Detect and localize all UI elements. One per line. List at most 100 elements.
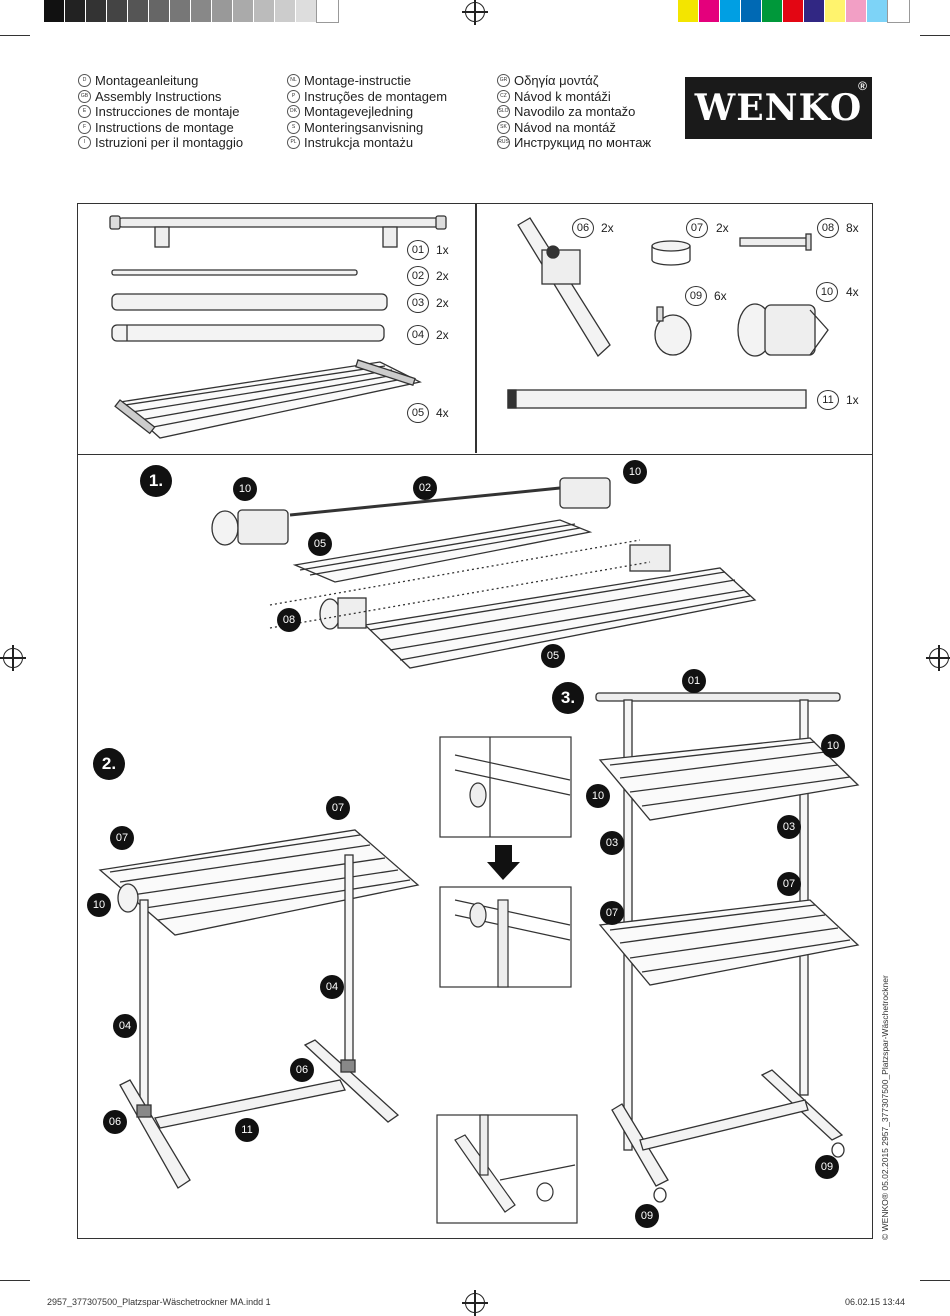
crop-mark bbox=[920, 1280, 950, 1281]
language-title: Monteringsanvisning bbox=[304, 119, 424, 135]
callout-s2-06-right: 06 bbox=[290, 1058, 314, 1082]
grey-calibration-bar bbox=[44, 0, 339, 23]
callout-s3-10-left: 10 bbox=[586, 784, 610, 808]
registration-mark-left bbox=[0, 645, 26, 671]
part-02-thin-rod-drawing bbox=[111, 269, 358, 276]
footer-filename: 2957_377307500_Platzspar-Wäschetrockner … bbox=[47, 1297, 271, 1307]
callout-s2-04-left: 04 bbox=[113, 1014, 137, 1038]
color-swatch bbox=[720, 0, 741, 22]
callout-s2-06-left: 06 bbox=[103, 1110, 127, 1134]
color-swatch bbox=[128, 0, 149, 22]
part-number-04: 04 bbox=[407, 325, 429, 345]
color-swatch bbox=[86, 0, 107, 22]
part-06-foot-drawing bbox=[517, 217, 611, 358]
crop-mark bbox=[920, 35, 950, 36]
callout-s1-05-top: 05 bbox=[308, 532, 332, 556]
color-swatch bbox=[212, 0, 233, 22]
language-title: Instruções de montagem bbox=[304, 88, 448, 104]
registration-mark-top bbox=[462, 0, 488, 25]
language-code-icon: SLO bbox=[497, 105, 510, 119]
callout-s2-10: 10 bbox=[87, 893, 111, 917]
language-row: NL Montage-instructie bbox=[287, 73, 447, 89]
part-05-wing-drawing bbox=[114, 359, 422, 439]
color-swatch bbox=[254, 0, 275, 22]
part-qty-03: 2x bbox=[436, 296, 449, 310]
color-swatch bbox=[699, 0, 720, 22]
parts-divider bbox=[475, 203, 477, 453]
language-code-icon: SK bbox=[497, 120, 510, 134]
callout-s2-07-left: 07 bbox=[110, 826, 134, 850]
part-number-05: 05 bbox=[407, 403, 429, 423]
part-number-10: 10 bbox=[816, 282, 838, 302]
color-swatch bbox=[107, 0, 128, 22]
assembly-steps-frame bbox=[77, 454, 873, 1239]
color-swatch bbox=[44, 0, 65, 22]
language-title: Návod na montáž bbox=[514, 119, 616, 135]
language-title: Istruzioni per il montaggio bbox=[95, 135, 244, 150]
callout-s3-10-right: 10 bbox=[821, 734, 845, 758]
callout-s1-05-bottom: 05 bbox=[541, 644, 565, 668]
color-swatch bbox=[846, 0, 867, 22]
callout-s1-10-left: 10 bbox=[233, 477, 257, 501]
part-qty-05: 4x bbox=[436, 406, 449, 420]
part-number-11: 11 bbox=[817, 390, 839, 410]
registration-mark-right bbox=[926, 645, 950, 671]
callout-s2-04-right: 04 bbox=[320, 975, 344, 999]
color-swatch bbox=[762, 0, 783, 22]
language-code-icon: RUS bbox=[497, 136, 510, 150]
part-qty-09: 6x bbox=[714, 289, 727, 303]
callout-s1-08: 08 bbox=[277, 608, 301, 632]
part-10-clamp-drawing bbox=[737, 303, 829, 357]
callout-s3-07-left: 07 bbox=[600, 901, 624, 925]
color-swatch bbox=[825, 0, 846, 22]
language-title: Instrukcja montażu bbox=[304, 135, 414, 150]
language-title: Инструкцид по монтаж bbox=[514, 135, 652, 150]
part-qty-02: 2x bbox=[436, 269, 449, 283]
callout-s3-03-left: 03 bbox=[600, 831, 624, 855]
part-03-tube-drawing bbox=[111, 293, 388, 311]
language-code-icon: F bbox=[78, 120, 91, 134]
language-code-icon: NL bbox=[287, 74, 300, 88]
color-swatch bbox=[275, 0, 296, 22]
language-row: SK Návod na montáž bbox=[497, 120, 651, 136]
crop-mark bbox=[0, 1280, 30, 1281]
part-qty-06: 2x bbox=[601, 221, 614, 235]
part-07-ring-drawing bbox=[651, 240, 691, 266]
registration-mark-bottom bbox=[462, 1290, 488, 1316]
part-qty-04: 2x bbox=[436, 328, 449, 342]
step-badge-1: 1. bbox=[140, 465, 172, 497]
crop-mark bbox=[0, 35, 30, 36]
part-01-top-bar-drawing bbox=[109, 215, 447, 248]
language-row: RUS Инструкцид по монтаж bbox=[497, 135, 651, 151]
footer-date: 06.02.15 13:44 bbox=[845, 1297, 906, 1307]
color-swatch bbox=[887, 0, 910, 23]
part-11-bar-drawing bbox=[507, 389, 807, 409]
wenko-logo: WENKO® bbox=[685, 77, 872, 139]
part-number-09: 09 bbox=[685, 286, 707, 306]
step-badge-3: 3. bbox=[552, 682, 584, 714]
callout-s2-11: 11 bbox=[235, 1118, 259, 1142]
part-number-07: 07 bbox=[686, 218, 708, 238]
language-title: Montage-instructie bbox=[304, 73, 411, 88]
callout-s3-07-right: 07 bbox=[777, 872, 801, 896]
part-number-02: 02 bbox=[407, 266, 429, 286]
language-title: Οδηγία μοντάζ bbox=[514, 73, 599, 88]
color-swatch bbox=[316, 0, 339, 23]
color-swatch bbox=[741, 0, 762, 22]
callout-s1-02: 02 bbox=[413, 476, 437, 500]
color-calibration-bar bbox=[678, 0, 910, 23]
color-swatch bbox=[296, 0, 317, 22]
color-swatch bbox=[170, 0, 191, 22]
part-number-03: 03 bbox=[407, 293, 429, 313]
